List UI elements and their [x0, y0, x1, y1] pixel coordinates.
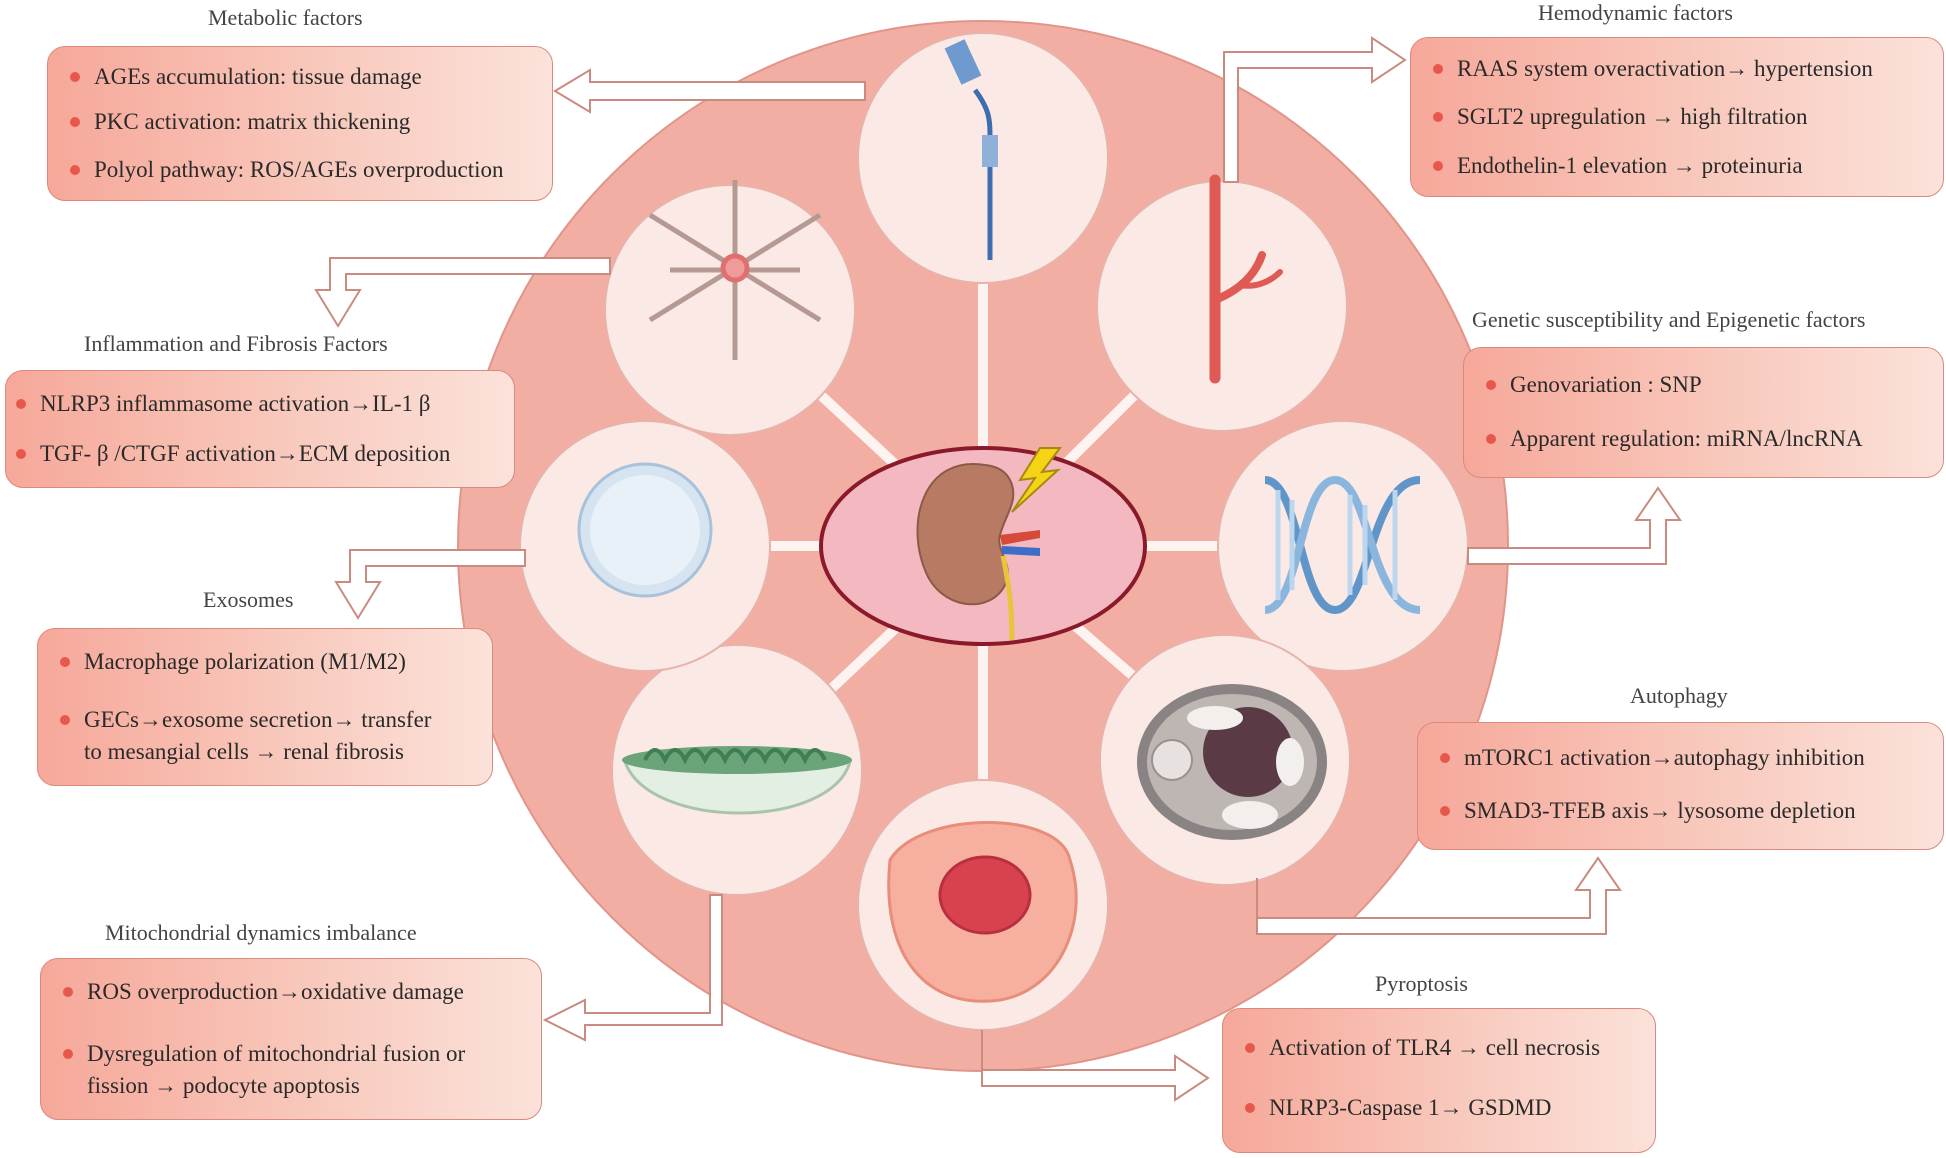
blood-vessel-icon: [1209, 174, 1283, 384]
pyroptosis-title: Pyroptosis: [1375, 971, 1468, 996]
syringe-icon: [944, 39, 998, 260]
arrows: [314, 36, 1682, 1102]
autophagy-box: mTORC1 activation→autophagy inhibition S…: [1417, 722, 1944, 850]
bullet-icon: [63, 1049, 73, 1059]
exosomes-box: Macrophage polarization (M1/M2) GECs→exo…: [37, 628, 493, 786]
exosomes-title: Exosomes: [203, 587, 294, 612]
bullet-icon: [1440, 753, 1450, 763]
bullet-icon: [60, 715, 70, 725]
inflammation-title: Inflammation and Fibrosis Factors: [84, 331, 388, 356]
mitochondrial-title: Mitochondrial dynamics imbalance: [105, 920, 417, 945]
dna-icon: [1264, 475, 1421, 615]
collagen-fiber-icon: [648, 180, 822, 360]
podocyte-icon: [887, 821, 1078, 1003]
bullet-icon: [60, 657, 70, 667]
mitochondrion-icon: [622, 746, 853, 815]
bullet-icon: [70, 117, 80, 127]
bullet-icon: [70, 72, 80, 82]
bullet-icon: [1433, 112, 1443, 122]
inflammation-box: NLRP3 inflammasome activation→IL-1 β TGF…: [5, 370, 515, 488]
bullet-icon: [16, 449, 26, 459]
mitochondrial-box: ROS overproduction→oxidative damage Dysr…: [40, 958, 542, 1120]
bullet-icon: [70, 165, 80, 175]
hemodynamic-box: RAAS system overactivation→ hypertension…: [1410, 37, 1944, 197]
genetic-title: Genetic susceptibility and Epigenetic fa…: [1472, 307, 1866, 332]
lightning-icon: [1011, 447, 1062, 513]
bullet-icon: [1245, 1103, 1255, 1113]
exosome-icon: [577, 462, 713, 598]
bullet-icon: [63, 987, 73, 997]
autophagy-title: Autophagy: [1630, 683, 1728, 708]
bullet-icon: [1440, 806, 1450, 816]
pyroptosis-box: Activation of TLR4 → cell necrosis NLRP3…: [1222, 1008, 1656, 1153]
bullet-icon: [1433, 64, 1443, 74]
bullet-icon: [16, 399, 26, 409]
genetic-box: Genovariation : SNP Apparent regulation:…: [1463, 347, 1944, 478]
bullet-icon: [1245, 1043, 1255, 1053]
hemodynamic-title: Hemodynamic factors: [1538, 0, 1733, 25]
cell-icon: [1137, 684, 1327, 840]
metabolic-box: AGEs accumulation: tissue damage PKC act…: [47, 46, 553, 201]
metabolic-title: Metabolic factors: [208, 5, 363, 30]
bullet-icon: [1433, 161, 1443, 171]
bullet-icon: [1486, 380, 1496, 390]
kidney-icon: [916, 462, 1040, 641]
bullet-icon: [1486, 434, 1496, 444]
